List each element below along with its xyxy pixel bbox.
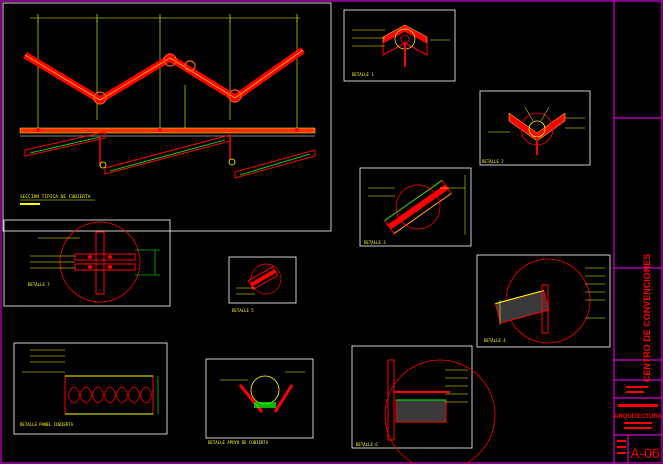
detail-3: DETALLE 3	[359, 167, 472, 247]
svg-text:DETALLE 5: DETALLE 5	[232, 308, 254, 313]
detail-3-frame	[359, 167, 472, 247]
detail-1-frame	[343, 9, 456, 82]
svg-text:DETALLE 3: DETALLE 3	[364, 240, 386, 245]
detail-7: DETALLE 7	[3, 219, 171, 307]
svg-text:DETALLE 7: DETALLE 7	[28, 282, 50, 287]
detail-5-frame	[228, 256, 297, 304]
main-beam	[19, 127, 316, 134]
svg-text:DETALLE 4: DETALLE 4	[484, 338, 506, 343]
detail-4-frame	[476, 254, 611, 348]
main-roof-section: SECCION TIPICA DE CUBIERTA	[2, 2, 332, 232]
detail-5: DETALLE 5	[228, 256, 297, 313]
detail-6: DETALLE APOYO DE CUBIERTA	[205, 358, 314, 445]
detail-bottom-right: DETALLE 6	[351, 345, 496, 464]
main-section-title: SECCION TIPICA DE CUBIERTA	[20, 194, 91, 200]
detail-7-frame	[3, 219, 171, 307]
detail-6-frame	[205, 358, 314, 439]
main-section-frame	[2, 2, 332, 232]
detail-4: DETALLE 4	[476, 254, 611, 348]
svg-text:DETALLE 2: DETALLE 2	[482, 159, 504, 164]
project-title: CENTRO DE CONVENCIONES	[642, 254, 652, 383]
title-block: CENTRO DE CONVENCIONES ARQUITECTURA A-06	[614, 254, 663, 461]
detail-bottom-right-frame	[351, 345, 473, 449]
panel-detail: DETALLE PANEL CUBIERTA	[13, 342, 168, 435]
detail-1: DETALLE 1	[343, 9, 456, 82]
svg-text:DETALLE PANEL CUBIERTA: DETALLE PANEL CUBIERTA	[20, 422, 74, 427]
detail-2-frame	[479, 90, 591, 166]
discipline-label: ARQUITECTURA	[614, 414, 663, 420]
sheet-number: A-06	[630, 445, 660, 461]
svg-text:DETALLE APOYO DE CUBIERTA: DETALLE APOYO DE CUBIERTA	[208, 440, 269, 445]
svg-text:DETALLE 1: DETALLE 1	[352, 72, 374, 77]
detail-2: DETALLE 2	[479, 90, 591, 166]
svg-text:DETALLE 6: DETALLE 6	[356, 442, 378, 447]
panel-detail-frame	[13, 342, 168, 435]
